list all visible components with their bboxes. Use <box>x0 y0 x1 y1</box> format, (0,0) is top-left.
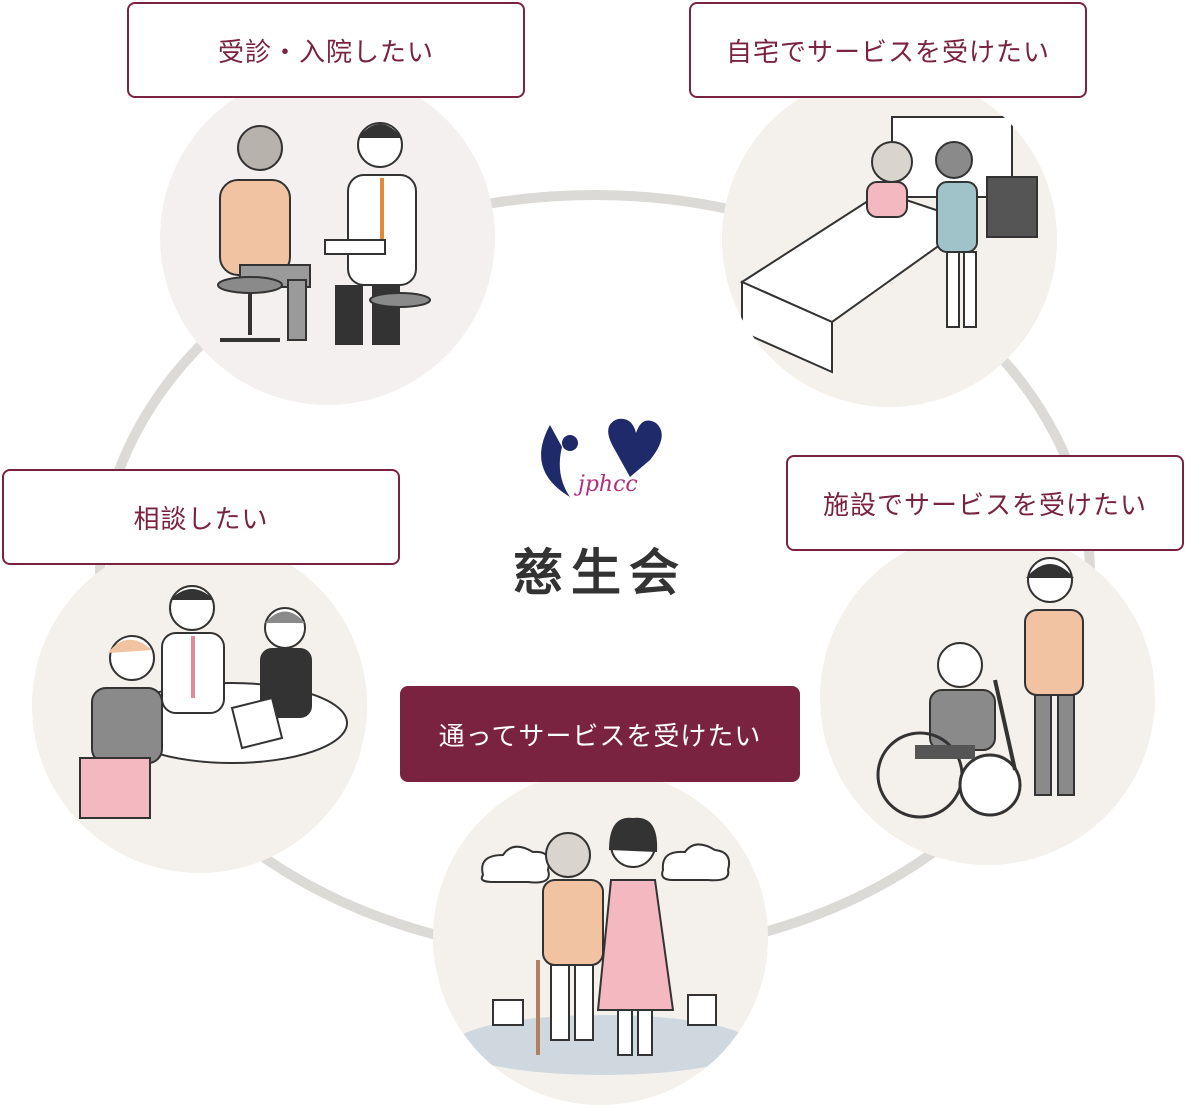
service-button-day-service[interactable]: 通ってサービスを受けたい <box>400 686 800 782</box>
service-button-consultation[interactable]: 相談したい <box>2 469 400 565</box>
home-care-bed-icon <box>739 116 1038 374</box>
organization-logo-icon: jphcc <box>541 418 662 497</box>
walking-daycare-illustration <box>433 770 768 1105</box>
doctor-consultation-illustration <box>160 70 495 405</box>
wheelchair-facility-icon <box>876 557 1084 819</box>
consultation-meeting-icon <box>79 585 348 819</box>
organization-name: 慈生会 <box>513 544 687 602</box>
logo-wordmark: jphcc <box>573 472 638 497</box>
consultation-meeting-illustration <box>32 538 367 873</box>
service-button-facility[interactable]: 施設でサービスを受けたい <box>786 455 1184 551</box>
organization-center: jphcc 慈生会 <box>480 405 720 615</box>
doctor-consultation-icon <box>217 122 431 345</box>
walking-daycare-icon <box>453 817 753 1075</box>
wheelchair-facility-illustration <box>820 530 1155 865</box>
home-care-illustration <box>722 72 1057 407</box>
service-button-hospital[interactable]: 受診・入院したい <box>127 2 525 98</box>
service-button-home-care[interactable]: 自宅でサービスを受けたい <box>689 2 1087 98</box>
